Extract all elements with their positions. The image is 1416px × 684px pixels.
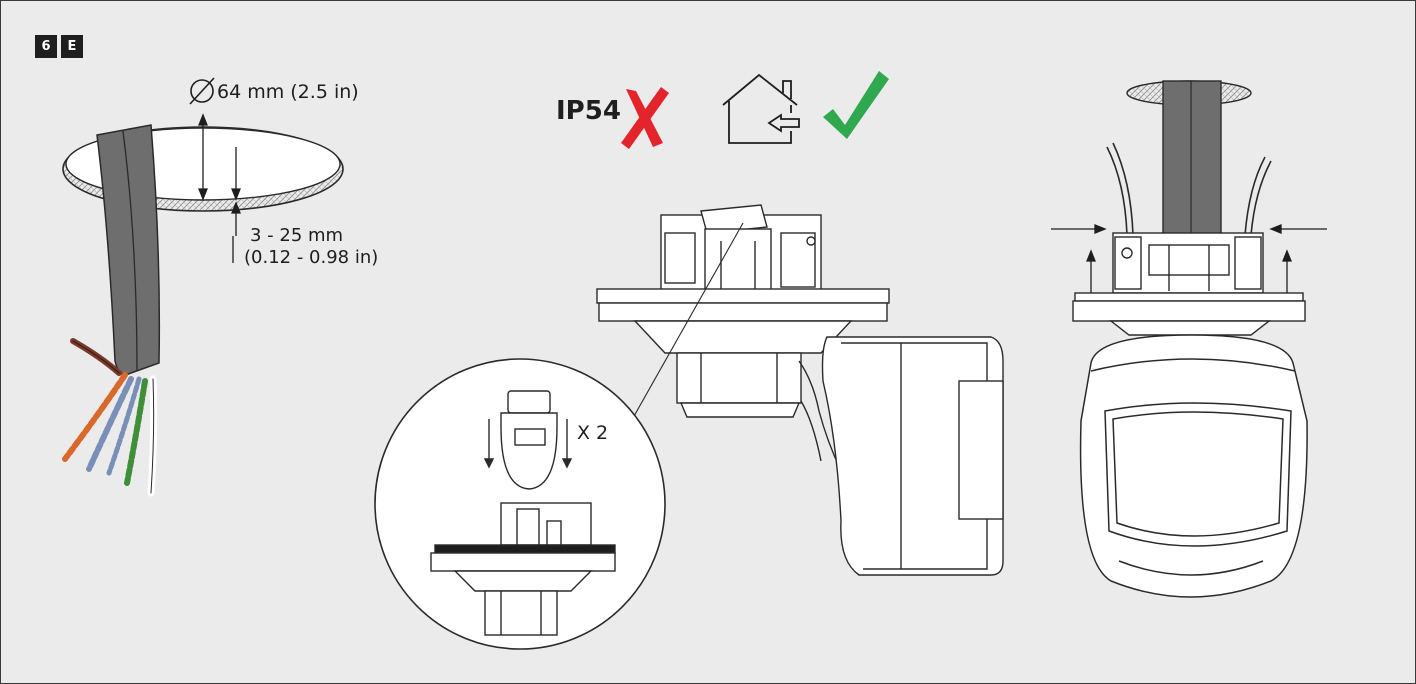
front-view-mount: [1072, 232, 1306, 336]
multiplier-label: X 2: [577, 422, 609, 444]
diameter-icon: [189, 77, 215, 105]
clip-detail: [483, 390, 573, 490]
spring-clips: [1106, 142, 1272, 236]
ceiling-thickness-label: 3 - 25 mm: [250, 225, 344, 246]
red-cross-icon: [621, 87, 669, 149]
indoor-house-icon: [722, 73, 800, 144]
dimension-arrows: [198, 113, 241, 263]
hole-diameter-label: 64 mm (2.5 in): [217, 81, 359, 103]
detail-circle: [374, 358, 666, 650]
mounting-base-side-view: [596, 204, 1004, 576]
section-letter-badge: E: [61, 35, 83, 58]
cable-wires: [62, 338, 158, 497]
base-detail: [430, 502, 616, 636]
ceiling-thickness-inch-label: (0.12 - 0.98 in): [244, 247, 379, 268]
green-check-icon: [823, 71, 889, 139]
ip-rating-label: IP54: [556, 96, 621, 126]
cable: [96, 124, 161, 376]
front-view-sensor: [1079, 334, 1308, 598]
push-arrows: [1051, 224, 1327, 293]
step-number-badge: 6: [35, 35, 57, 58]
front-view-cable: [1162, 80, 1222, 236]
